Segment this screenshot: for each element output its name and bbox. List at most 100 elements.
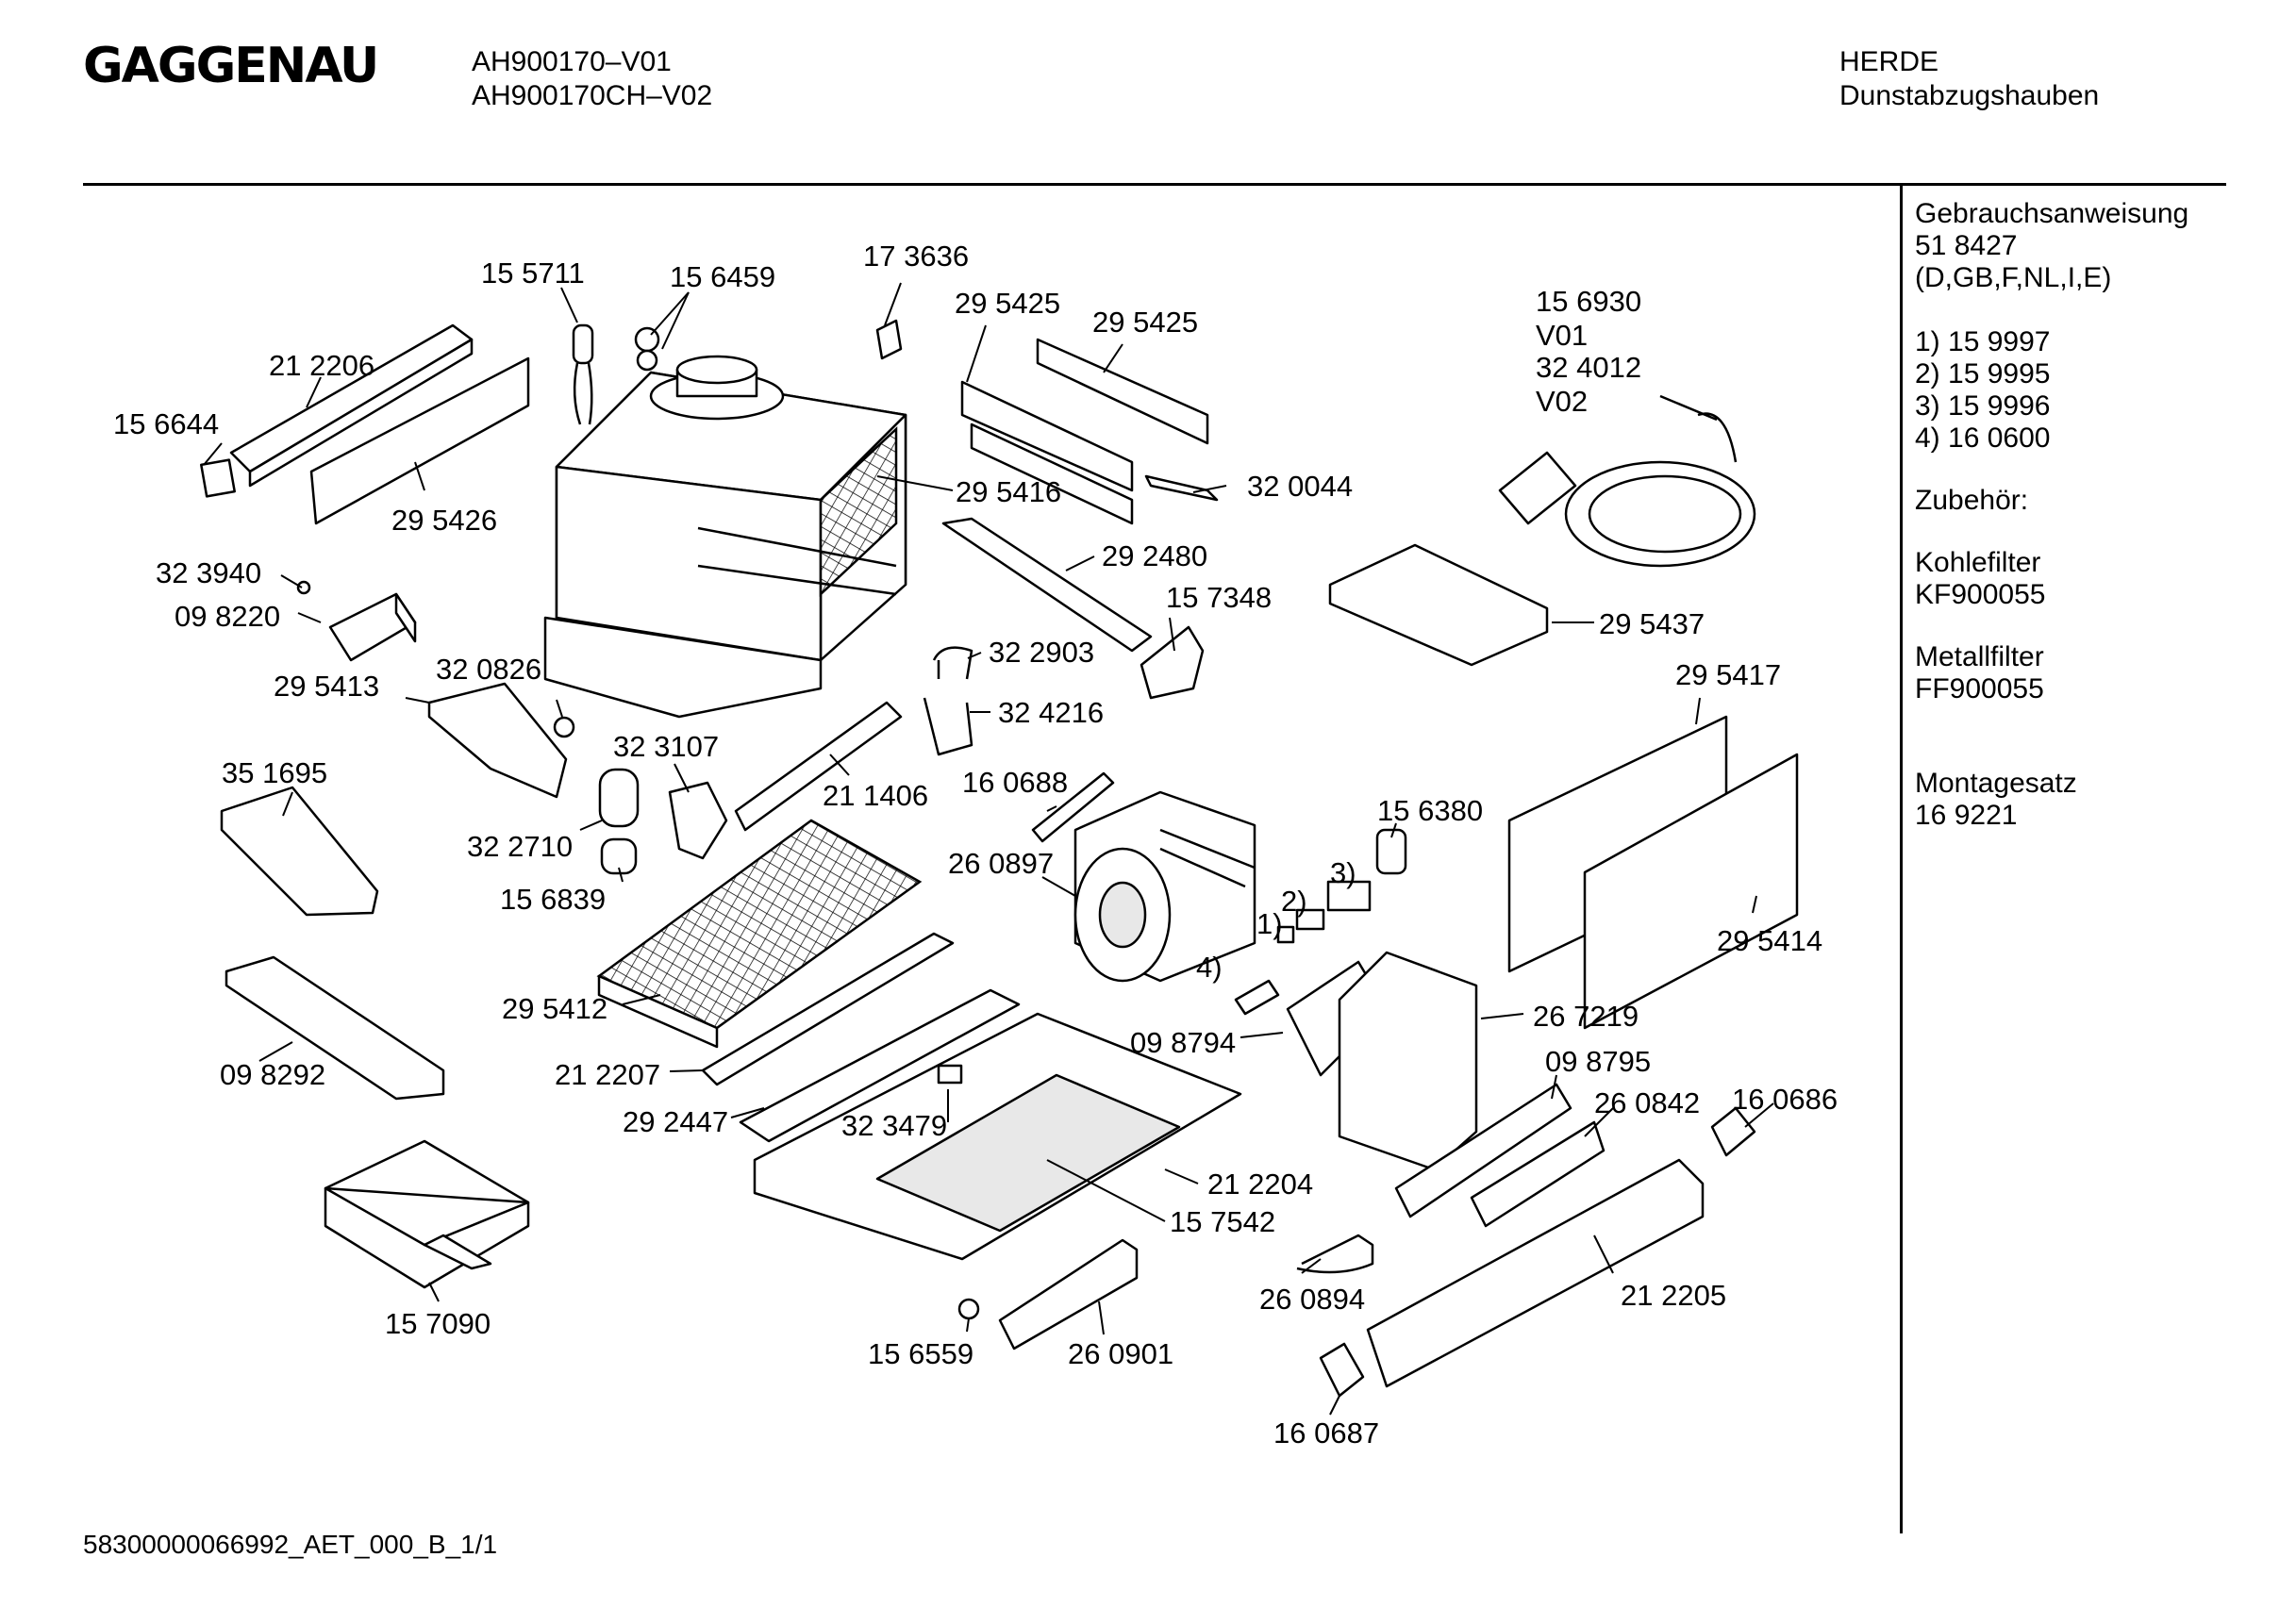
- control-board-098292: [225, 955, 445, 1101]
- mounting-kit-title: Montagesatz: [1915, 768, 2077, 799]
- blower-260897: [1073, 790, 1256, 983]
- label-part-3: 3): [1330, 856, 1356, 889]
- control-panel-098795: [1394, 1083, 1572, 1218]
- label-v02: V02: [1536, 385, 1589, 418]
- appliance-category: HERDE: [1839, 46, 1939, 77]
- label-295426: 29 5426: [391, 504, 498, 537]
- strip-212207: [701, 932, 955, 1086]
- label-157542: 15 7542: [1170, 1205, 1276, 1238]
- metal-filter-title: Metallfilter: [1915, 641, 2044, 672]
- label-160687: 16 0687: [1273, 1416, 1380, 1450]
- label-173636: 17 3636: [863, 240, 970, 273]
- panel-295414: [1583, 753, 1799, 1030]
- front-profile-212205: [1366, 1158, 1705, 1388]
- manual-languages: (D,GB,F,NL,I,E): [1915, 262, 2112, 293]
- label-157090: 15 7090: [385, 1307, 491, 1340]
- label-212204: 21 2204: [1207, 1168, 1314, 1201]
- label-324012: 32 4012: [1536, 351, 1642, 384]
- clip-157348: [1140, 625, 1205, 700]
- part-4: [1234, 979, 1280, 1016]
- box-267219: [1338, 951, 1478, 1171]
- cap-156459b: [636, 349, 658, 372]
- part-1: [1276, 925, 1295, 944]
- numbered-part-3: 3) 15 9996: [1915, 390, 2051, 422]
- label-295416: 29 5416: [956, 475, 1062, 508]
- lamp-155711: [572, 323, 594, 365]
- part-3: [1326, 880, 1372, 912]
- transformer-unit: [296, 580, 417, 662]
- label-267219: 26 7219: [1533, 1000, 1639, 1033]
- numbered-part-2: 2) 15 9995: [1915, 358, 2051, 389]
- rail-295425-c: [1036, 338, 1209, 445]
- label-212207: 21 2207: [555, 1058, 661, 1091]
- label-260842: 26 0842: [1594, 1086, 1701, 1119]
- cap-156559: [957, 1298, 980, 1320]
- label-156459: 15 6459: [670, 260, 776, 293]
- cable-260894: [1296, 1234, 1374, 1274]
- part-2: [1295, 908, 1325, 931]
- main-housing: [543, 355, 907, 719]
- label-156839: 15 6839: [500, 883, 607, 916]
- cover-157090: [324, 1139, 530, 1289]
- label-157348: 15 7348: [1166, 581, 1273, 614]
- label-098794: 09 8794: [1130, 1026, 1237, 1059]
- profile-260901: [998, 1238, 1139, 1350]
- label-160686: 16 0686: [1732, 1083, 1838, 1116]
- cap-156459a: [634, 326, 660, 353]
- rail-295425-a: [960, 380, 1134, 492]
- brand-logo: GAGGENAU: [83, 38, 379, 94]
- label-part-1: 1): [1256, 907, 1283, 940]
- label-295412: 29 5412: [502, 992, 608, 1025]
- label-260894: 26 0894: [1259, 1283, 1366, 1316]
- leader-lines: [203, 282, 1774, 1416]
- label-260901: 26 0901: [1068, 1337, 1174, 1370]
- label-260897: 26 0897: [948, 847, 1055, 880]
- seal-strip-160688: [1031, 771, 1115, 843]
- label-295437: 29 5437: [1599, 607, 1705, 640]
- label-324216: 32 4216: [998, 696, 1105, 729]
- model-number-v01: AH900170–V01: [472, 46, 672, 77]
- appliance-subcategory: Dunstabzugshauben: [1839, 80, 2100, 111]
- clip-320044: [1144, 474, 1219, 502]
- header-divider: [83, 183, 2226, 186]
- label-323479: 32 3479: [841, 1109, 948, 1142]
- label-323107: 32 3107: [613, 730, 720, 763]
- numbered-part-1: 1) 15 9997: [1915, 326, 2051, 357]
- capacitor-156839: [600, 837, 638, 875]
- label-292480: 29 2480: [1102, 539, 1208, 572]
- label-295414: 29 5414: [1717, 924, 1823, 957]
- clip-322903: [932, 646, 973, 680]
- label-295413: 29 5413: [274, 670, 380, 703]
- label-295417: 29 5417: [1675, 658, 1782, 691]
- numbered-part-4: 4) 16 0600: [1915, 422, 2051, 454]
- lamp-wires: [573, 362, 593, 425]
- manual-title: Gebrauchsanweisung: [1915, 198, 2189, 229]
- sidebar-divider: [1900, 183, 1903, 1533]
- knob-160686: [1710, 1106, 1756, 1157]
- socket-323107: [668, 781, 728, 860]
- mounting-kit-code: 16 9221: [1915, 800, 2018, 831]
- carbon-filter-title: Kohlefilter: [1915, 547, 2041, 578]
- label-320044: 32 0044: [1247, 470, 1354, 503]
- lamp-tube-211406: [734, 701, 903, 832]
- filter-frame-edge: [597, 974, 719, 1049]
- bracket-295413: [427, 682, 568, 799]
- label-295425-b: 29 5425: [1092, 306, 1199, 339]
- clip-324216: [923, 697, 973, 756]
- wall-bracket-set: [200, 323, 530, 525]
- accessories-title: Zubehör:: [1915, 485, 2029, 516]
- label-295425-a: 29 5425: [955, 287, 1061, 320]
- model-number-v02: AH900170CH–V02: [472, 80, 713, 111]
- label-155711: 15 5711: [481, 257, 585, 290]
- label-212205: 21 2205: [1621, 1279, 1727, 1312]
- capacitor-322710: [598, 768, 640, 828]
- label-156644: 15 6644: [113, 407, 220, 440]
- label-292447: 29 2447: [623, 1105, 729, 1138]
- power-cord-156930: [1498, 394, 1756, 568]
- clip-173636: [875, 319, 903, 360]
- cap-320826: [553, 716, 575, 738]
- label-322903: 32 2903: [989, 636, 1095, 669]
- label-part-2: 2): [1281, 885, 1307, 918]
- label-160688: 16 0688: [962, 766, 1069, 799]
